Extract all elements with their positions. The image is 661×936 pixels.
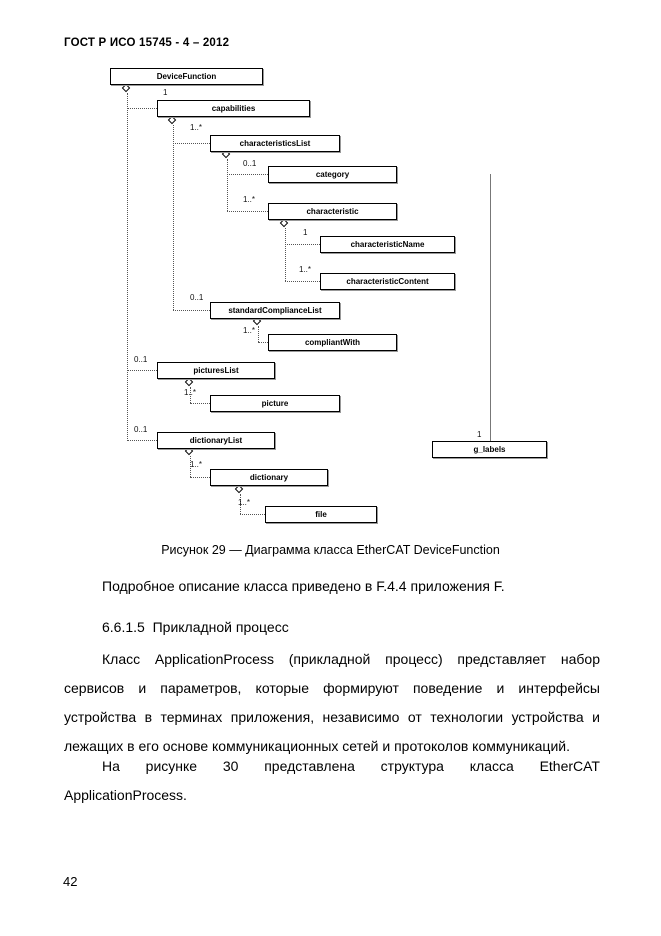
connector-line: [490, 174, 491, 441]
class-node-picture: picture: [210, 395, 340, 412]
multiplicity-label: 0..1: [190, 293, 204, 302]
multiplicity-label: 1..*: [243, 326, 256, 335]
multiplicity-label: 1: [303, 228, 308, 237]
connector-line: [227, 174, 268, 175]
multiplicity-label: 1..*: [243, 195, 256, 204]
connector-line: [227, 211, 268, 212]
multiplicity-label: 1..*: [184, 388, 197, 397]
multiplicity-label: 1..*: [190, 460, 203, 469]
multiplicity-label: 1..*: [238, 498, 251, 507]
class-node-file: file: [265, 506, 377, 523]
connector-line: [127, 440, 157, 441]
class-node-characteristic: characteristic: [268, 203, 397, 220]
paragraph-line: На рисунке 30 представлена структура кла…: [102, 758, 600, 774]
class-node-dictionarylist: dictionaryList: [157, 432, 275, 449]
paragraph-line: лежащих в его основе коммуникационных се…: [64, 738, 570, 754]
paragraph-line: ApplicationProcess.: [64, 787, 187, 803]
class-node-pictureslist: picturesList: [157, 362, 275, 379]
class-node-characteristicslist: characteristicsList: [210, 135, 340, 152]
connector-line: [190, 403, 210, 404]
multiplicity-label: 0..1: [243, 159, 257, 168]
connector-line: [127, 93, 128, 441]
multiplicity-label: 1: [163, 88, 168, 97]
page-number: 42: [63, 874, 78, 889]
connector-line: [227, 159, 228, 211]
connector-line: [258, 326, 259, 342]
connector-line: [285, 281, 320, 282]
aggregation-diamond-icon: [167, 115, 177, 125]
paragraph-line: сервисов и параметров, которые формируют…: [64, 680, 600, 696]
paragraph-line: устройства в терминах приложения, незави…: [64, 709, 600, 725]
aggregation-diamond-icon: [184, 377, 194, 387]
aggregation-diamond-icon: [121, 83, 131, 93]
class-node-compliantwith: compliantWith: [268, 334, 397, 351]
connector-line: [127, 370, 157, 371]
multiplicity-label: 1..*: [299, 265, 312, 274]
connector-line: [190, 387, 191, 403]
connector-line: [285, 244, 320, 245]
paragraph-line: Класс ApplicationProcess (прикладной про…: [102, 651, 600, 667]
aggregation-diamond-icon: [234, 484, 244, 494]
connector-line: [127, 108, 157, 109]
multiplicity-label: 1..*: [190, 123, 203, 132]
class-node-dictionary: dictionary: [210, 469, 328, 486]
paragraph-intro: Подробное описание класса приведено в F.…: [102, 578, 505, 594]
aggregation-diamond-icon: [279, 218, 289, 228]
multiplicity-label: 1: [477, 430, 482, 439]
class-node-standardcompliancelist: standardComplianceList: [210, 302, 340, 319]
figure-caption: Рисунок 29 — Диаграмма класса EtherCAT D…: [161, 543, 500, 557]
connector-line: [173, 143, 210, 144]
connector-line: [173, 125, 174, 310]
connector-line: [173, 310, 210, 311]
class-node-capabilities: capabilities: [157, 100, 310, 117]
class-node-characteristicname: characteristicName: [320, 236, 455, 253]
paragraph-figure30: На рисунке 30 представлена структура кла…: [64, 752, 600, 810]
class-node-category: category: [268, 166, 397, 183]
connector-line: [240, 494, 241, 514]
connector-line: [258, 342, 268, 343]
multiplicity-label: 0..1: [134, 355, 148, 364]
class-diagram: DeviceFunction capabilities characterist…: [110, 68, 547, 523]
document-header: ГОСТ Р ИСО 15745 - 4 – 2012: [64, 37, 230, 49]
connector-line: [190, 456, 191, 477]
connector-line: [190, 477, 210, 478]
connector-line: [240, 514, 265, 515]
class-node-devicefunction: DeviceFunction: [110, 68, 263, 85]
paragraph-main: Класс ApplicationProcess (прикладной про…: [64, 645, 600, 761]
class-node-characteristiccontent: characteristicContent: [320, 273, 455, 290]
connector-line: [285, 228, 286, 281]
class-node-g-labels: g_labels: [432, 441, 547, 458]
multiplicity-label: 0..1: [134, 425, 148, 434]
section-heading: 6.6.1.5 Прикладной процесс: [102, 619, 289, 635]
